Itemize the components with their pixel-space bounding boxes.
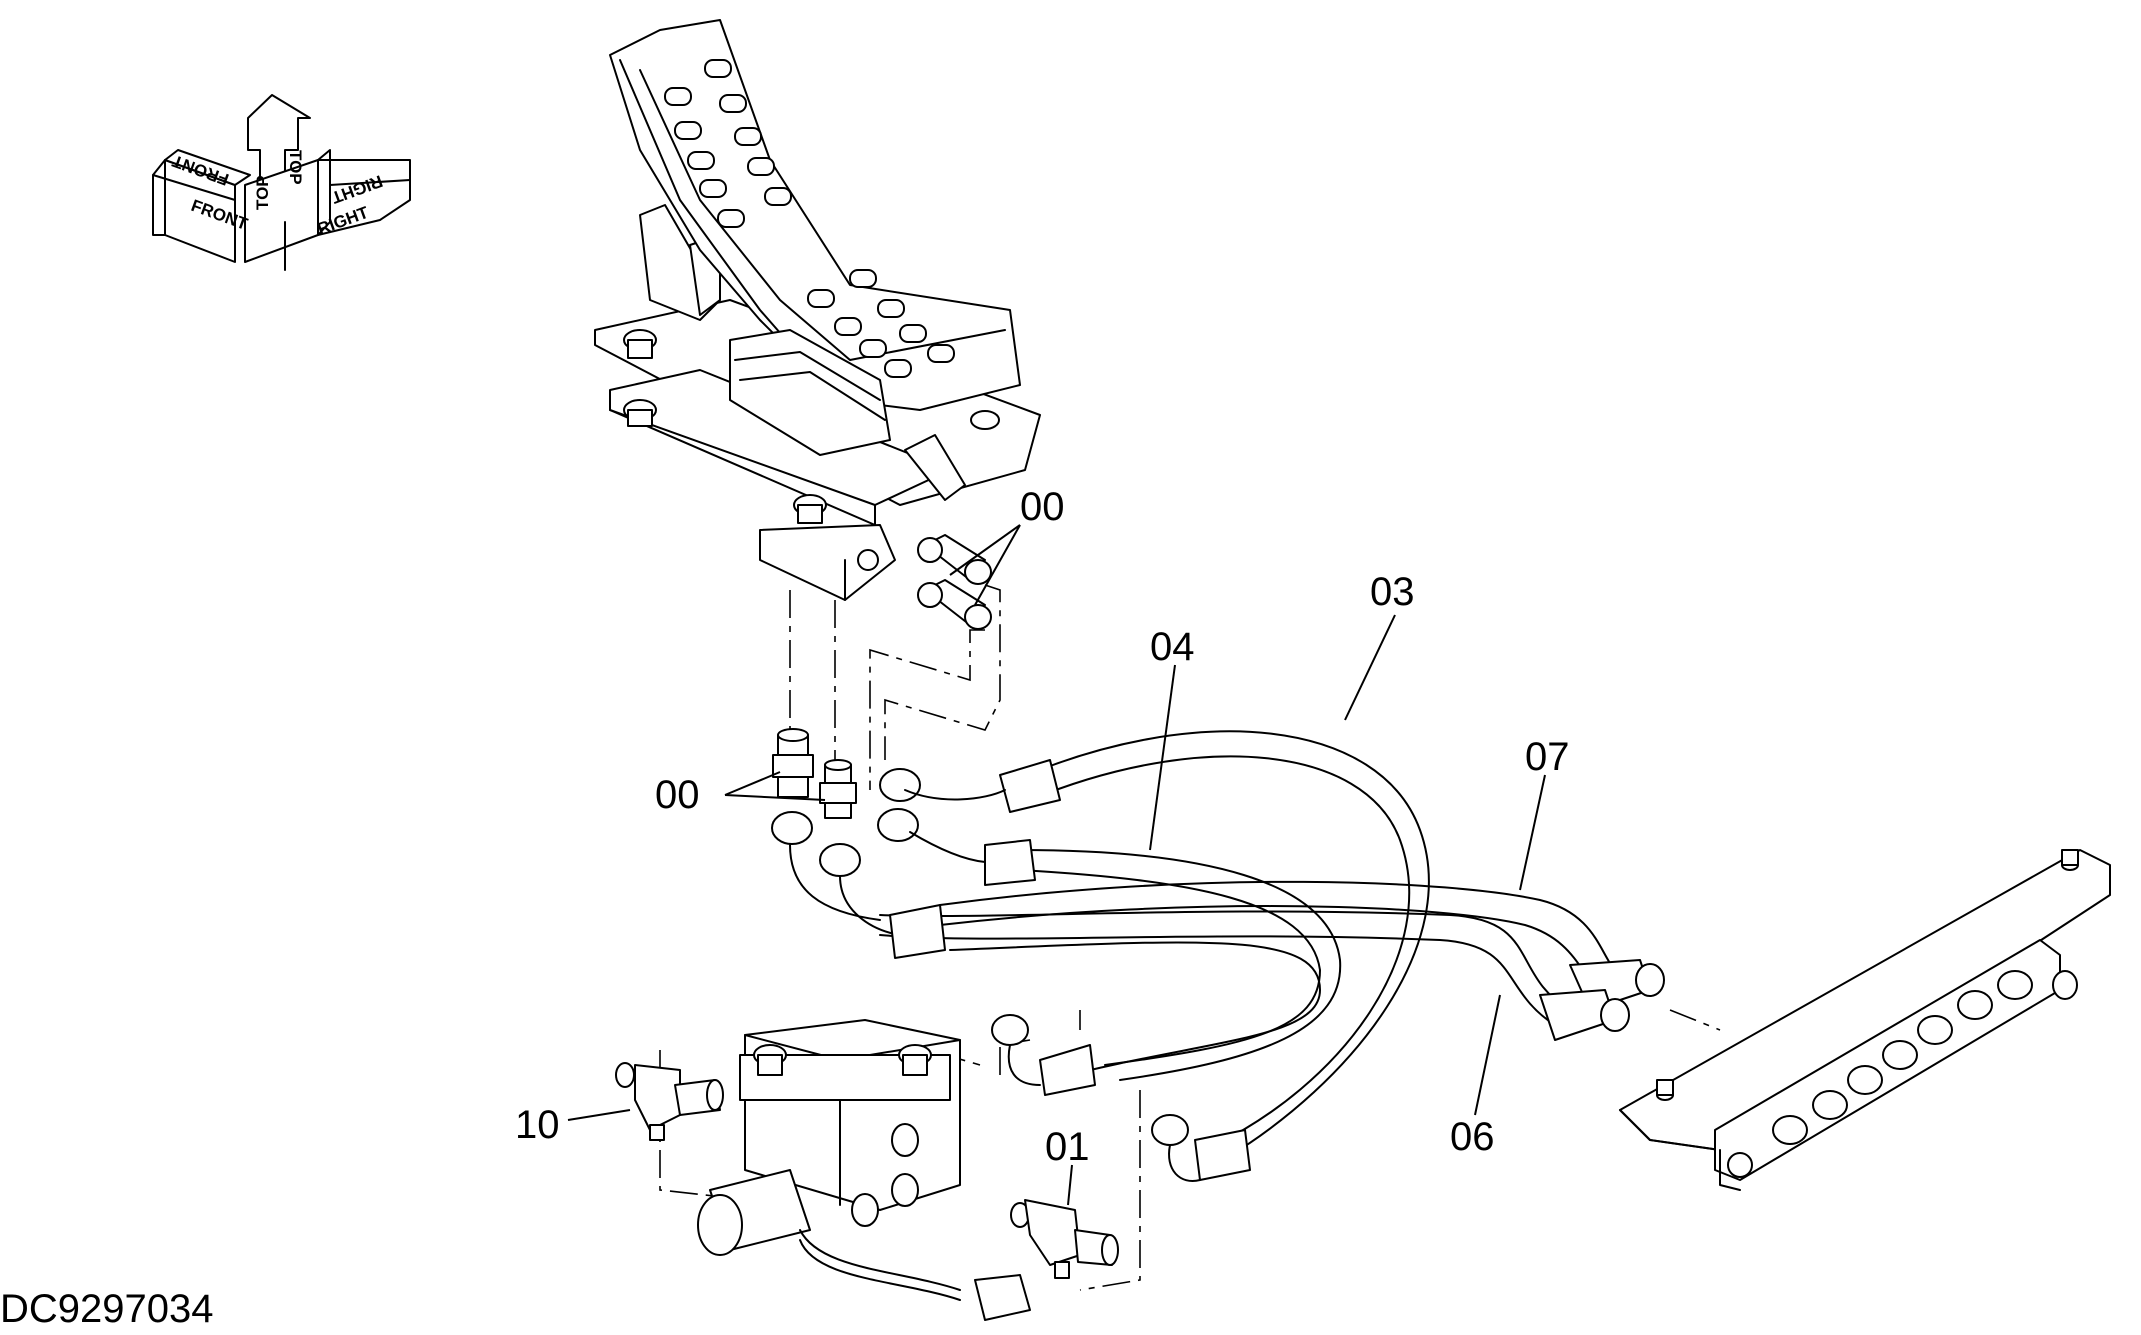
manifold-block [1619, 849, 2111, 1191]
hose-fitting-icon [877, 808, 1036, 886]
fitting-icon [819, 759, 857, 819]
callout-07: 07 [1525, 735, 1570, 779]
bolt-icon [753, 1044, 932, 1076]
bolt-icon [623, 329, 1000, 524]
fitting-icon [1010, 1199, 1119, 1279]
hose-fitting-icon [771, 811, 881, 921]
hose-fitting-icon [879, 759, 1061, 813]
fitting-icon [917, 579, 992, 630]
drawing-id: DC9297034 [0, 1287, 214, 1331]
callout-01: 01 [1045, 1125, 1090, 1169]
solenoid-icon [697, 1169, 1031, 1321]
top-right-label: TOP [286, 150, 305, 185]
callout-10: 10 [515, 1103, 560, 1147]
hose-fitting-icon [1539, 989, 1630, 1041]
callout-00-lower: 00 [655, 773, 700, 817]
callout-04: 04 [1150, 625, 1195, 669]
orientation-symbol: FRONT FRONT RIGHT RIGHT TOP TOP [152, 94, 411, 271]
fitting-icon [615, 1062, 724, 1141]
port-fittings [1727, 970, 2078, 1178]
pedal-assembly [594, 19, 1041, 601]
pedal-tread-pads [664, 59, 955, 378]
hose-end-fittings [771, 759, 1665, 1182]
callout-06: 06 [1450, 1115, 1495, 1159]
callout-03: 03 [1370, 570, 1415, 614]
top-left-label: TOP [253, 175, 272, 210]
hose-fitting-icon [991, 1014, 1096, 1096]
fitting-icon [772, 728, 814, 798]
hose-fitting-icon [819, 843, 946, 959]
lower-fittings [772, 728, 857, 819]
fitting-10 [615, 1062, 724, 1141]
callout-leaders [567, 524, 1546, 1206]
fitting-01 [1010, 1199, 1119, 1279]
callout-00-upper: 00 [1020, 485, 1065, 529]
hoses [879, 730, 1621, 1166]
hose-fitting-icon [1151, 1114, 1251, 1182]
right-flipped-label: RIGHT [328, 171, 385, 207]
upper-fittings [917, 534, 992, 630]
fitting-icon [917, 534, 992, 585]
valve-block [697, 1019, 1031, 1321]
